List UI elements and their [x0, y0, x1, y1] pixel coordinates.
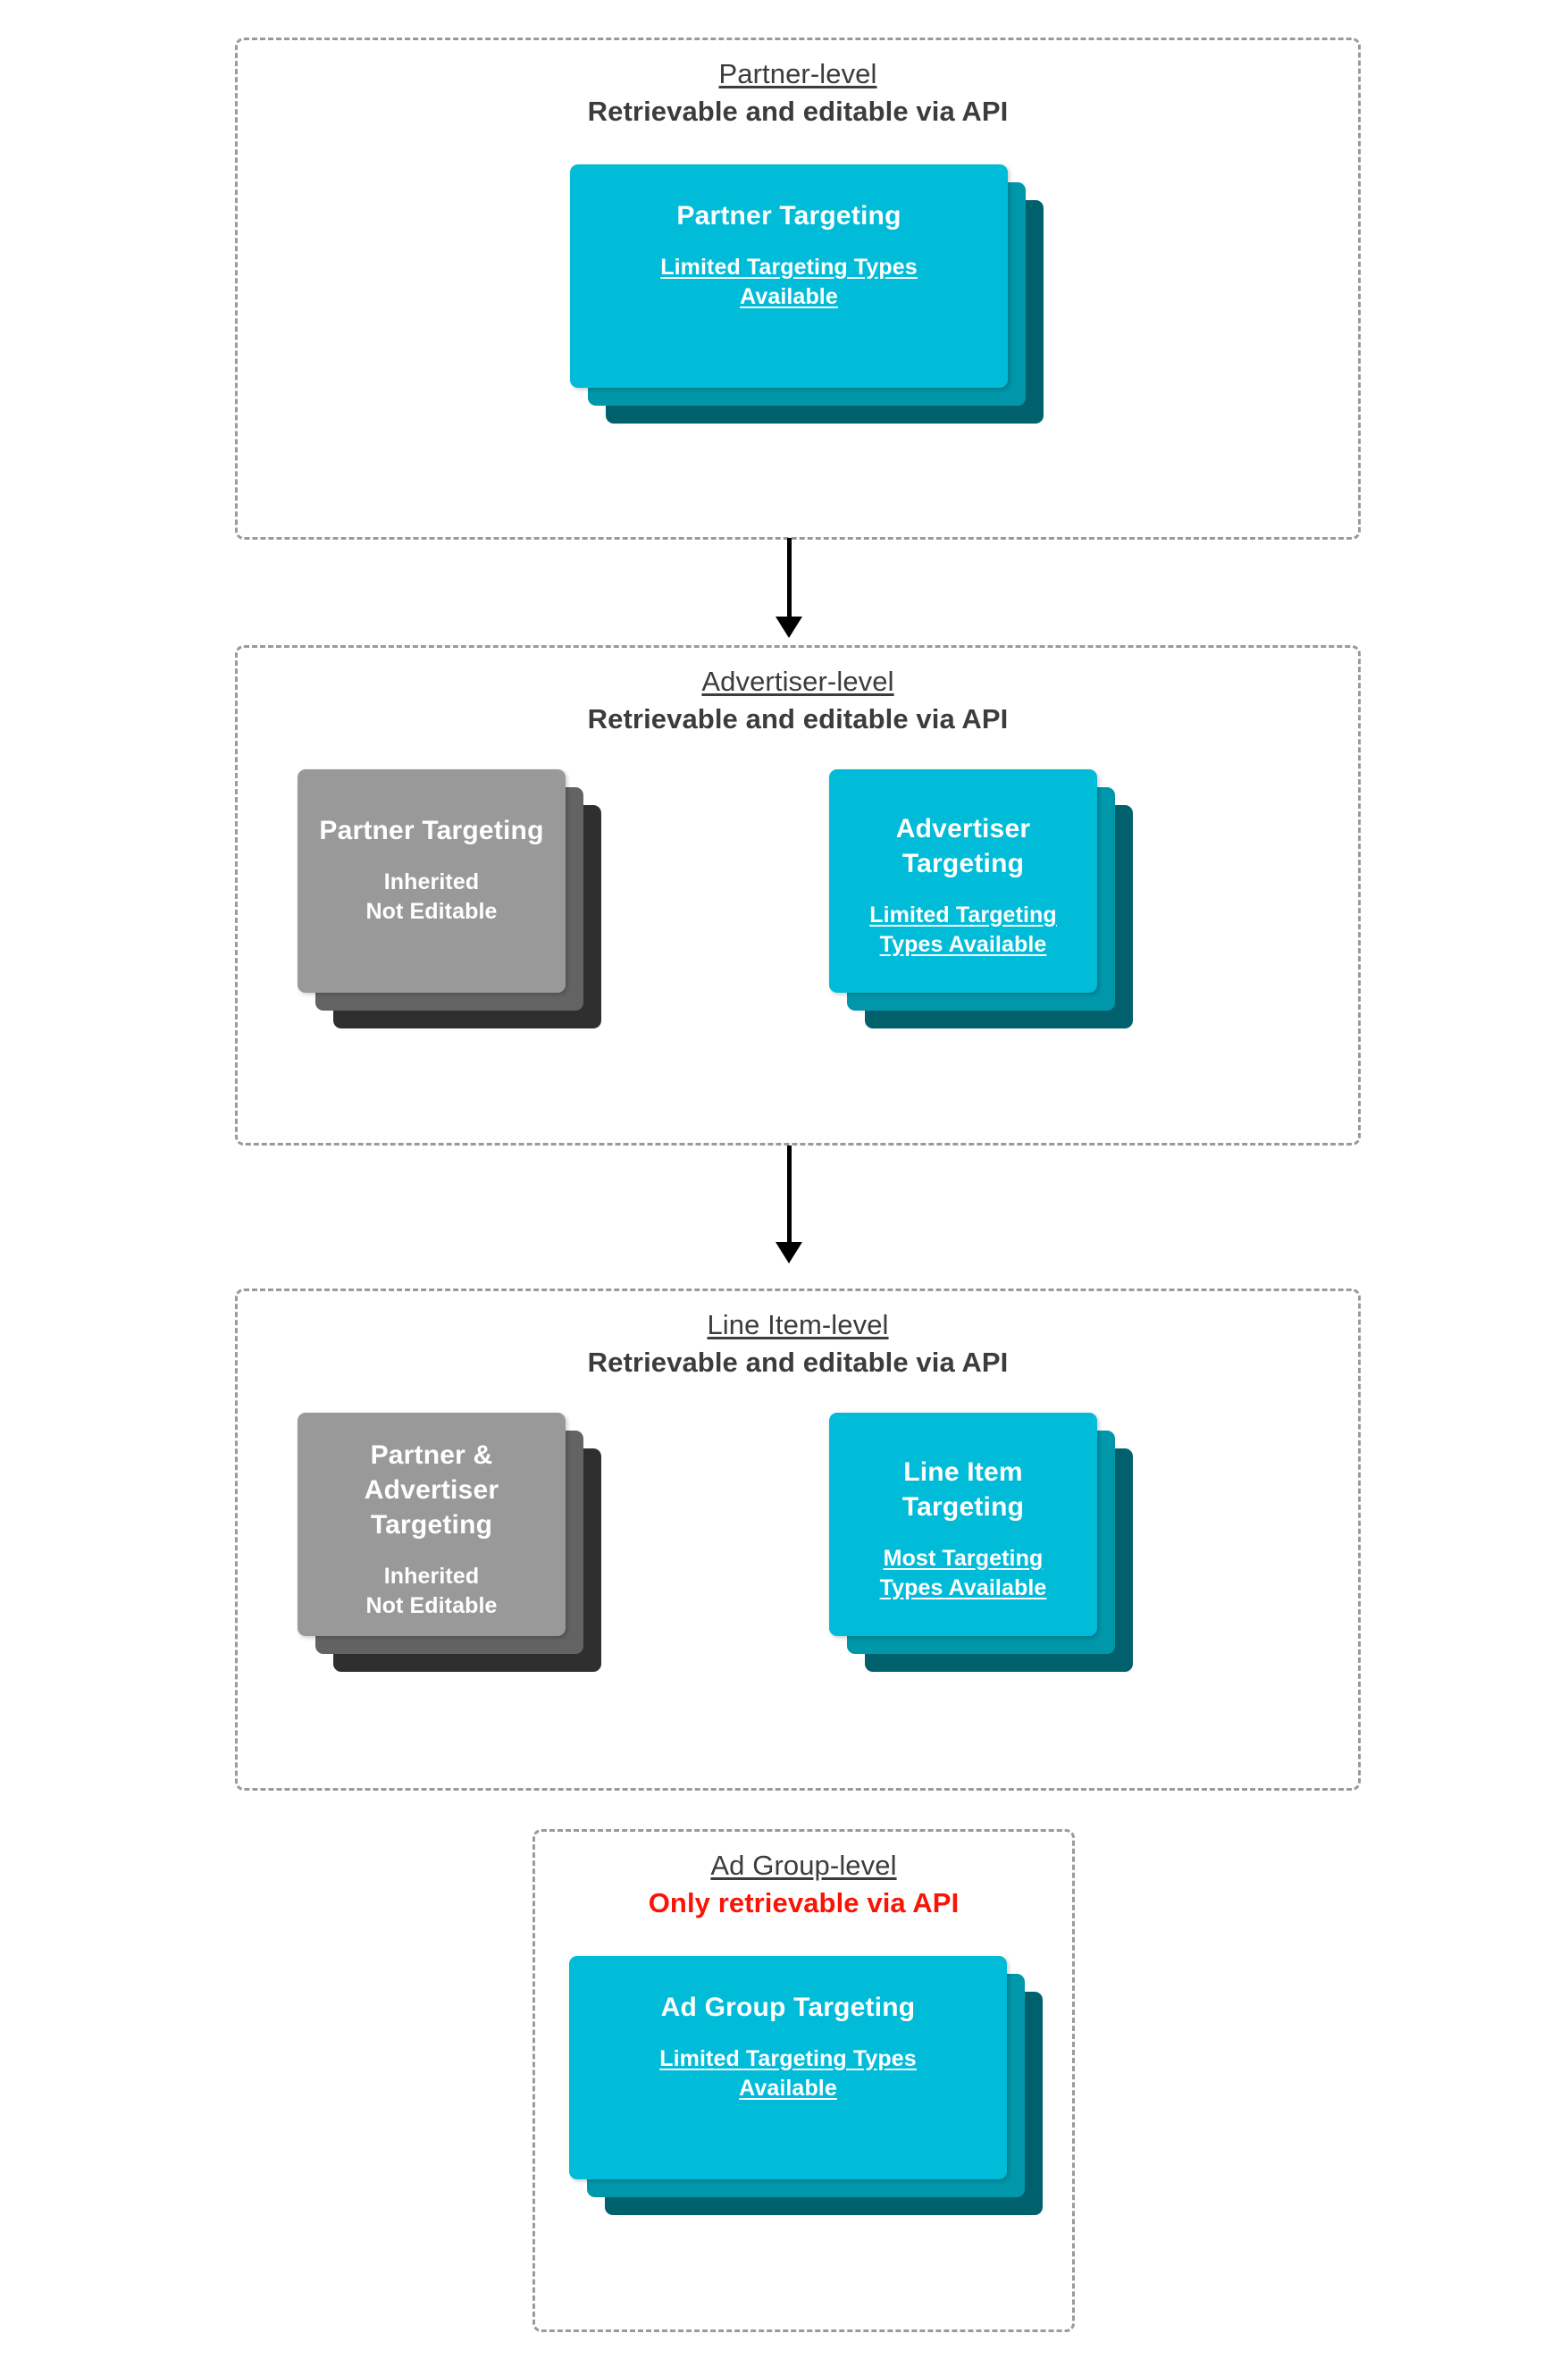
level-heading-advertiser: Advertiser-level Retrievable and editabl… — [238, 666, 1358, 735]
card-layer-front[interactable]: Ad Group Targeting Limited Targeting Typ… — [569, 1956, 1007, 2179]
connector-arrow-advertiser-to-line-item — [767, 1146, 811, 1263]
card-title: Advertiser Targeting — [895, 814, 1031, 878]
level-box-advertiser: Advertiser-level Retrievable and editabl… — [235, 645, 1361, 1146]
card-subtitle: Limited Targeting Types Available — [659, 2046, 917, 2102]
card-title: Line Item Targeting — [901, 1457, 1025, 1522]
level-heading-ad-group: Ad Group-level Only retrievable via API — [535, 1850, 1072, 1919]
level-box-ad-group: Ad Group-level Only retrievable via API … — [532, 1829, 1075, 2332]
arrow-line — [786, 538, 792, 618]
arrow-head — [776, 617, 802, 638]
level-title-line-item: Line Item-level — [707, 1309, 889, 1340]
card-title: Partner Targeting — [676, 201, 901, 231]
level-heading-line-item: Line Item-level Retrievable and editable… — [238, 1309, 1358, 1379]
level-api-note-line-item: Retrievable and editable via API — [587, 1346, 1009, 1378]
card-body: Partner Targeting Limited Targeting Type… — [570, 198, 1008, 313]
level-title-advertiser: Advertiser-level — [701, 666, 894, 697]
card-subtitle: Limited Targeting Types Available — [869, 902, 1057, 958]
card-body: Advertiser Targeting Limited Targeting T… — [829, 811, 1097, 961]
connector-arrow-partner-to-advertiser — [767, 538, 811, 638]
level-api-note-partner: Retrievable and editable via API — [587, 95, 1009, 127]
card-subtitle: Most Targeting Types Available — [879, 1546, 1047, 1601]
card-subtitle: Limited Targeting Types Available — [660, 255, 918, 310]
card-stack-partner-targeting[interactable]: Partner Targeting Limited Targeting Type… — [570, 164, 1044, 424]
level-title-partner: Partner-level — [718, 58, 877, 89]
level-box-partner: Partner-level Retrievable and editable v… — [235, 38, 1361, 540]
card-layer-front[interactable]: Partner Targeting Inherited Not Editable — [298, 769, 566, 993]
card-subtitle: Inherited Not Editable — [365, 1564, 498, 1619]
level-api-note-ad-group: Only retrievable via API — [648, 1886, 960, 1918]
card-layer-front[interactable]: Advertiser Targeting Limited Targeting T… — [829, 769, 1097, 993]
card-subtitle: Inherited Not Editable — [365, 869, 498, 925]
card-layer-front[interactable]: Partner Targeting Limited Targeting Type… — [570, 164, 1008, 388]
card-title: Partner & Advertiser Targeting — [364, 1440, 499, 1540]
level-heading-partner: Partner-level Retrievable and editable v… — [238, 58, 1358, 128]
arrow-line — [786, 1146, 792, 1242]
card-stack-advertiser-inherited-partner[interactable]: Partner Targeting Inherited Not Editable — [298, 769, 601, 1028]
card-layer-front[interactable]: Line Item Targeting Most Targeting Types… — [829, 1413, 1097, 1636]
card-title: Partner Targeting — [319, 816, 544, 845]
card-stack-line-item-targeting[interactable]: Line Item Targeting Most Targeting Types… — [829, 1413, 1133, 1672]
card-stack-ad-group-targeting[interactable]: Ad Group Targeting Limited Targeting Typ… — [569, 1956, 1043, 2215]
level-title-ad-group: Ad Group-level — [710, 1850, 897, 1881]
arrow-head — [776, 1242, 802, 1263]
card-body: Partner & Advertiser Targeting Inherited… — [298, 1438, 566, 1622]
card-body: Partner Targeting Inherited Not Editable — [298, 813, 566, 927]
card-title: Ad Group Targeting — [660, 1993, 916, 2022]
card-layer-front[interactable]: Partner & Advertiser Targeting Inherited… — [298, 1413, 566, 1636]
level-box-line-item: Line Item-level Retrievable and editable… — [235, 1288, 1361, 1791]
card-stack-advertiser-targeting[interactable]: Advertiser Targeting Limited Targeting T… — [829, 769, 1133, 1028]
level-api-note-advertiser: Retrievable and editable via API — [587, 702, 1009, 734]
card-stack-line-item-inherited[interactable]: Partner & Advertiser Targeting Inherited… — [298, 1413, 601, 1672]
card-body: Ad Group Targeting Limited Targeting Typ… — [569, 1990, 1007, 2104]
card-body: Line Item Targeting Most Targeting Types… — [829, 1455, 1097, 1604]
